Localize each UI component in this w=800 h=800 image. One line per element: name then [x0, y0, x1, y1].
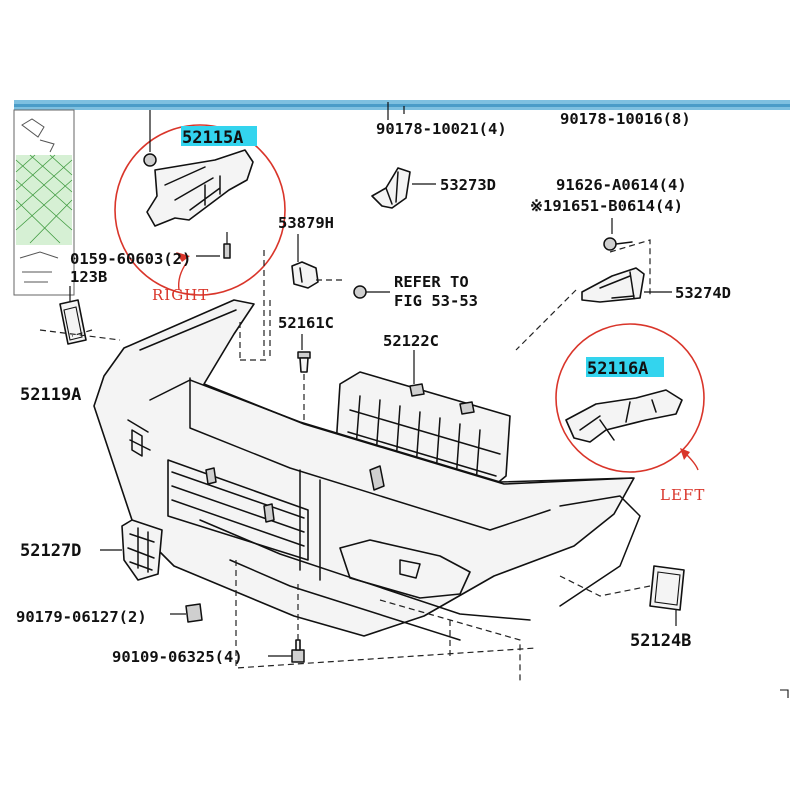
left-bracket-callout: 52116A [555, 323, 705, 473]
label-90178-10016: 90178-10016(8) [560, 110, 691, 128]
side-cover-plate-left [59, 286, 87, 345]
bracket-52115a-icon [146, 149, 254, 227]
connector-dashes-3 [515, 289, 577, 351]
label-123b: 123B [70, 268, 107, 286]
label-53274d: 53274D [675, 284, 731, 302]
label-53273d: 53273D [440, 176, 496, 194]
bolt-icon [143, 153, 157, 167]
label-90179-06127: 90179-06127(2) [16, 608, 147, 626]
label-90178-10021: 90178-10021(4) [376, 120, 507, 138]
retainer-53879h-icon [291, 261, 319, 289]
nut-90179-icon [185, 603, 203, 623]
screw-91626-icon [603, 237, 633, 251]
right-bracket-callout: 52115A [114, 110, 286, 296]
label-52116a: 52116A [587, 359, 648, 379]
front-bumper-cover-52119a [93, 299, 641, 641]
right-pointer-arrow [177, 261, 188, 291]
clip-52161c-icon [297, 351, 311, 373]
thumbnail-inset[interactable] [13, 109, 75, 296]
side-cover-plate-right [559, 565, 685, 626]
label-52119a: 52119A [20, 385, 81, 405]
left-callout-label: LEFT [660, 486, 705, 504]
label-191651-b0614: ※191651-B0614(4) [530, 197, 683, 215]
label-52115a: 52115A [182, 128, 243, 148]
label-52127d: 52127D [20, 541, 81, 561]
bracket-53274d-icon [581, 267, 672, 303]
label-52124b: 52124B [630, 631, 691, 651]
refer-to-line2: FIG 53-53 [394, 292, 478, 310]
label-52122c: 52122C [383, 332, 439, 350]
connector-dashes [39, 329, 121, 341]
left-pointer-arrow [685, 453, 699, 471]
bracket-52116a-icon [565, 389, 683, 443]
bolt-90109-icon [291, 639, 305, 663]
label-0159-60603: 0159-60603(2) [70, 250, 191, 268]
corner-mark [780, 689, 789, 698]
header-leaders [387, 102, 405, 120]
clip-53273d-icon [371, 167, 436, 209]
label-90109-06325: 90109-06325(4) [112, 648, 243, 666]
refer-to-line1: REFER TO [394, 273, 469, 291]
right-callout-label: RIGHT [152, 286, 209, 304]
label-52161c: 52161C [278, 314, 334, 332]
top-band [14, 100, 790, 110]
cover-52127d-icon [121, 519, 163, 581]
connector-dashes-2 [239, 250, 265, 362]
screw-refer-icon [353, 285, 390, 299]
label-53879h: 53879H [278, 214, 334, 232]
label-91626-a0614: 91626-A0614(4) [556, 176, 687, 194]
